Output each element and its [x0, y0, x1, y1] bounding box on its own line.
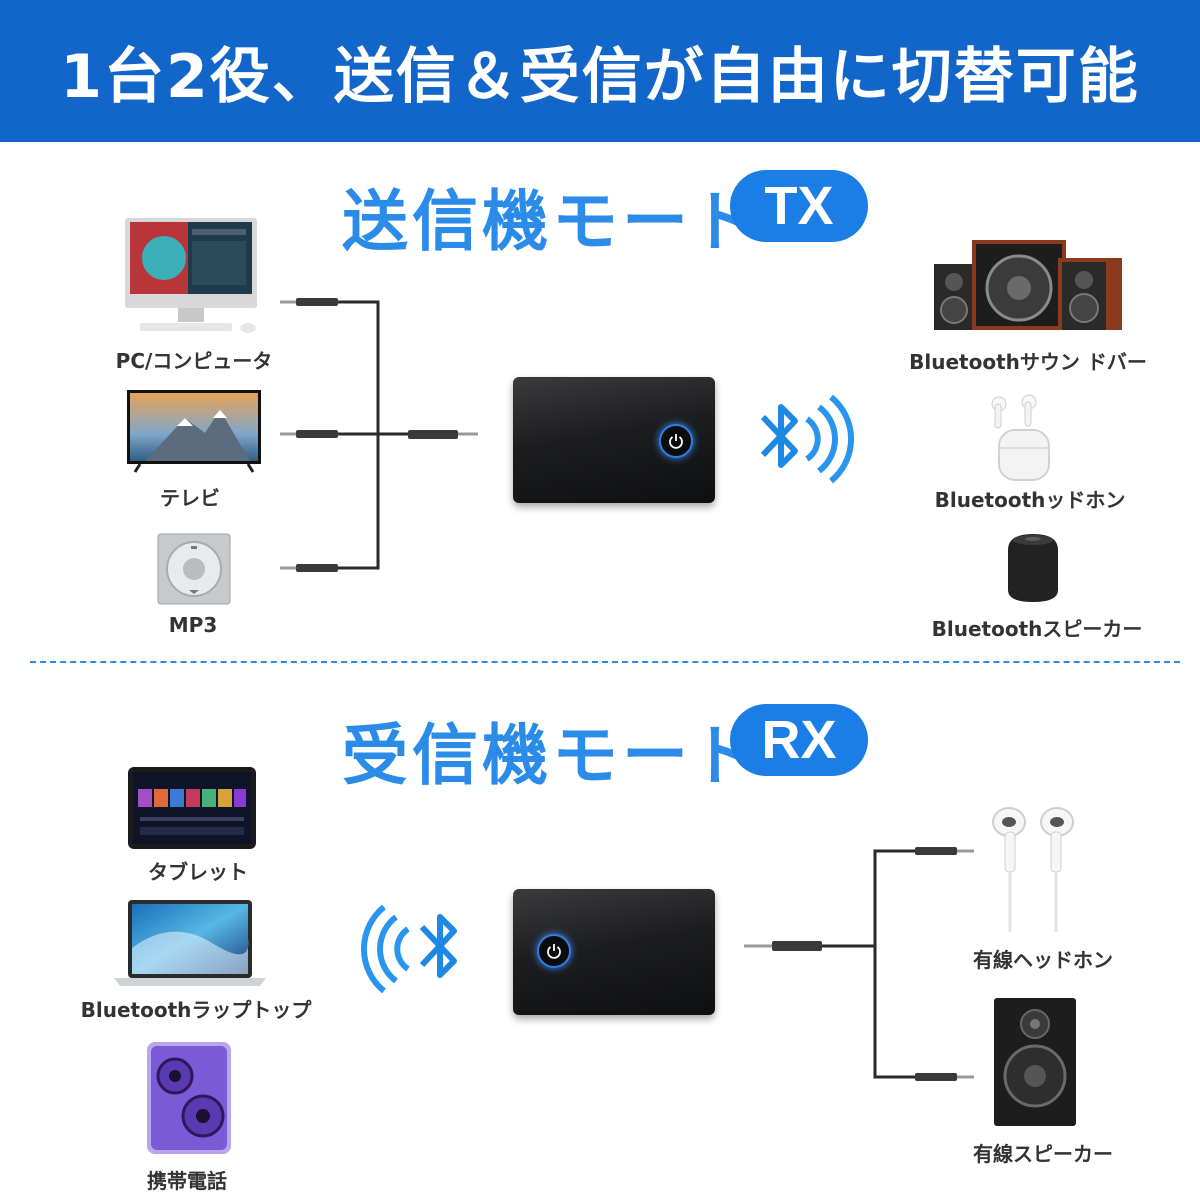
bluetooth-signal-icon: [760, 394, 855, 484]
power-icon: [669, 434, 683, 449]
rx-target-label-speaker: 有線スピーカー: [973, 1142, 1113, 1166]
rx-source-label-tablet: タブレット: [148, 860, 248, 884]
tx-source-label-pc: PC/コンピュータ: [115, 349, 273, 373]
tx-target-label-earbuds: Bluetoothッドホン: [934, 488, 1126, 512]
rx-source-label-phone: 携帯電話: [147, 1169, 227, 1193]
rx-target-label-headphones: 有線ヘッドホン: [973, 948, 1113, 972]
rx-source-label-laptop: Bluetoothラップトップ: [80, 998, 312, 1022]
header-title: 1台2役、送信＆受信が自由に切替可能: [60, 41, 1140, 112]
tx-source-label-mp3: MP3: [168, 613, 218, 637]
wired-earphones-icon: [992, 807, 1074, 932]
mp3-player-icon: [157, 533, 231, 605]
rx-power-button[interactable]: [537, 934, 571, 968]
tx-badge: TX: [730, 170, 868, 242]
header-banner: 1台2役、送信＆受信が自由に切替可能: [0, 0, 1200, 142]
rx-bluetooth-device: [513, 889, 715, 1015]
smart-speaker-icon: [1008, 534, 1058, 602]
wired-speaker-icon: [994, 998, 1076, 1126]
power-icon: [547, 944, 561, 959]
wireless-earbuds-icon: [991, 394, 1050, 481]
tx-target-label-speaker: Bluetoothスピーカー: [931, 617, 1143, 641]
laptop-icon: [114, 900, 266, 986]
smartphone-icon: [147, 1042, 231, 1154]
desktop-computer-icon: [125, 218, 257, 333]
television-icon: [127, 390, 261, 473]
tx-target-label-soundbar: Bluetoothサウン ドバー: [909, 350, 1147, 374]
tx-power-button[interactable]: [659, 424, 693, 458]
tablet-icon: [128, 767, 256, 849]
tx-source-label-tv: テレビ: [160, 486, 220, 510]
tx-bluetooth-device: [513, 377, 715, 503]
rx-mode-title: 受信機モード: [342, 717, 762, 794]
rx-badge: RX: [730, 704, 868, 776]
section-divider: [30, 661, 1180, 663]
bluetooth-receive-icon: [360, 904, 457, 994]
soundbar-speakers-icon: [934, 240, 1122, 330]
tx-mode-title: 送信機モード: [342, 183, 762, 260]
